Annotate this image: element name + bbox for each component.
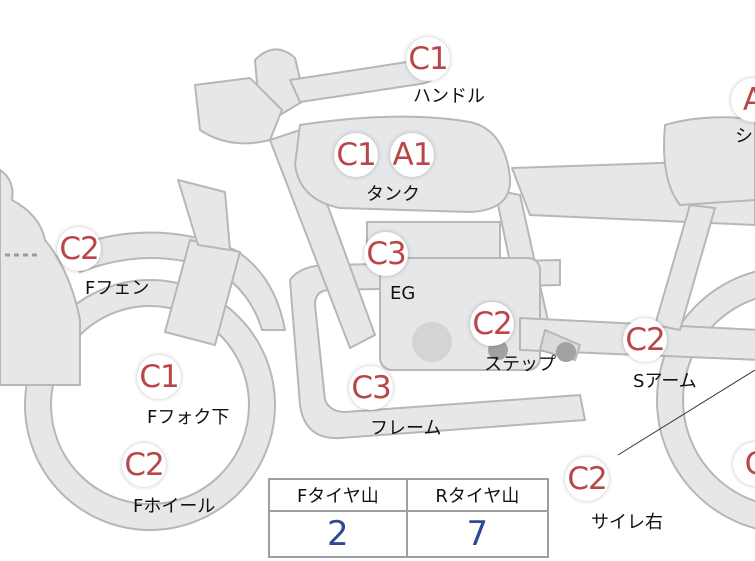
f-wheel-badge-c2: C2 (122, 443, 166, 487)
rear-tire-header: Rタイヤ山 (405, 478, 550, 512)
rear-edge-badge-c: C (733, 442, 755, 486)
rear-tire-value: 7 (405, 510, 550, 558)
f-fork-lower-badge-c1: C1 (137, 355, 181, 399)
f-wheel-label: Fホイール (133, 496, 216, 517)
s-arm-badge-c2: C2 (623, 318, 667, 362)
front-tire-header: Fタイヤ山 (268, 478, 408, 512)
s-arm-label: Sアーム (633, 371, 697, 392)
leader-line (617, 369, 755, 456)
tank-badge-c1: C1 (334, 133, 378, 177)
engine-cover (412, 322, 452, 362)
tire-tread-table: Fタイヤ山 Rタイヤ山 2 7 (268, 478, 550, 558)
step-label: ステップ (484, 354, 556, 375)
frame-main (269, 129, 376, 349)
frame-label: フレーム (370, 418, 442, 439)
tank-badge-a1: A1 (390, 133, 434, 177)
f-fork-lower-label: Fフォク下 (147, 407, 230, 428)
headlight (0, 169, 81, 386)
silencer-right-badge-c2: C2 (565, 457, 609, 501)
eg-badge-c3: C3 (364, 232, 408, 276)
silencer-right-label: サイレ右 (591, 512, 663, 533)
handle-badge-c1: C1 (406, 37, 450, 81)
f-fender-badge-c2: C2 (57, 227, 101, 271)
front-tire-value: 2 (268, 510, 408, 558)
tank-label: タンク (366, 184, 420, 205)
step-badge-c2: C2 (470, 302, 514, 346)
f-fender-label: Fフェン (85, 278, 150, 299)
seat-label: シ (735, 126, 753, 147)
eg-label: EG (390, 283, 416, 304)
frame-badge-c3: C3 (349, 366, 393, 410)
handle-label: ハンドル (413, 86, 485, 107)
